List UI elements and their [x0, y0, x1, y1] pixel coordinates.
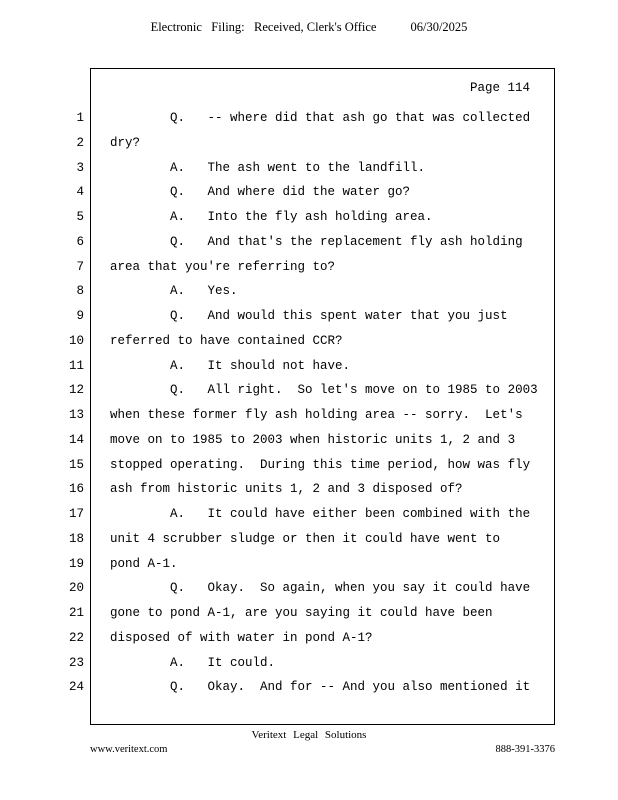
- transcript-line: 22 disposed of with water in pond A-1?: [60, 626, 560, 651]
- line-text: when these former fly ash holding area -…: [110, 408, 523, 422]
- transcript-line: 23 A. It could.: [60, 651, 560, 676]
- line-number: 11: [68, 358, 84, 373]
- line-text: pond A-1.: [110, 556, 178, 571]
- transcript-line: 14 move on to 1985 to 2003 when historic …: [60, 428, 560, 453]
- transcript-line: 16 ash from historic units 1, 2 and 3 dis…: [60, 477, 560, 502]
- transcript-line: 6 Q. And that's the replacement fly ash …: [60, 230, 560, 255]
- line-number: 13: [68, 408, 84, 422]
- line-number: 17: [68, 507, 84, 521]
- line-text: Q. And that's the replacement fly ash ho…: [110, 234, 523, 249]
- line-number: 18: [68, 531, 84, 546]
- line-text: Q. And where did the water go?: [110, 185, 411, 200]
- line-number: 10: [68, 333, 84, 348]
- line-text: stopped operating. During this time peri…: [110, 457, 531, 472]
- transcript-line: 5 A. Into the fly ash holding area.: [60, 205, 560, 230]
- line-number: 9: [76, 309, 84, 323]
- transcript-line: 12 Q. All right. So let's move on to 198…: [60, 378, 560, 403]
- line-text: area that you're referring to?: [110, 259, 336, 274]
- footer-phone: 888-391-3376: [495, 744, 556, 755]
- filing-stamp-text: Electronic Filing: Received, Clerk's Off…: [150, 20, 377, 34]
- transcript-lines: 1 Q. -- where did that ash go that was c…: [60, 106, 560, 700]
- line-number: 24: [68, 680, 84, 695]
- line-number: 1: [76, 111, 84, 125]
- transcript-line: 9 Q. And would this spent water that you…: [60, 304, 560, 329]
- line-text: Q. Okay. So again, when you say it could…: [110, 581, 531, 596]
- line-text: unit 4 scrubber sludge or then it could …: [110, 531, 501, 546]
- line-text: Q. -- where did that ash go that was col…: [110, 111, 531, 125]
- line-number: 2: [76, 135, 84, 150]
- line-text: gone to pond A-1, are you saying it coul…: [110, 606, 493, 620]
- line-number: 6: [76, 234, 84, 249]
- line-text: A. Yes.: [110, 284, 238, 299]
- transcript-line: 3 A. The ash went to the landfill.: [60, 156, 560, 181]
- transcript-line: 1 Q. -- where did that ash go that was c…: [60, 106, 560, 131]
- transcript-line: 21 gone to pond A-1, are you saying it co…: [60, 601, 560, 626]
- line-number: 3: [76, 160, 84, 175]
- line-text: referred to have contained CCR?: [110, 333, 343, 348]
- line-number: 15: [68, 457, 84, 472]
- transcript-line: 20 Q. Okay. So again, when you say it co…: [60, 576, 560, 601]
- transcript-line: 24 Q. Okay. And for -- And you also ment…: [60, 675, 560, 700]
- transcript-line: 8 A. Yes.: [60, 279, 560, 304]
- line-text: dry?: [110, 135, 141, 150]
- line-text: A. It could have either been combined wi…: [110, 507, 531, 521]
- line-text: Q. All right. So let's move on to 1985 t…: [110, 383, 538, 398]
- filing-header: Electronic Filing: Received, Clerk's Off…: [0, 20, 618, 35]
- line-number: 19: [68, 556, 84, 571]
- line-text: Q. And would this spent water that you j…: [110, 309, 508, 323]
- line-text: A. It should not have.: [110, 358, 351, 373]
- transcript-line: 18 unit 4 scrubber sludge or then it coul…: [60, 527, 560, 552]
- transcript-line: 15 stopped operating. During this time pe…: [60, 453, 560, 478]
- footer-contact-row: www.veritext.com 888-391-3376: [90, 744, 555, 755]
- transcript-line: 7 area that you're referring to?: [60, 255, 560, 280]
- line-text: Q. Okay. And for -- And you also mention…: [110, 680, 531, 695]
- transcript-line: 4 Q. And where did the water go?: [60, 180, 560, 205]
- transcript-line: 10 referred to have contained CCR?: [60, 329, 560, 354]
- line-number: 8: [76, 284, 84, 299]
- footer-website: www.veritext.com: [90, 744, 168, 755]
- line-text: A. The ash went to the landfill.: [110, 160, 426, 175]
- line-text: A. Into the fly ash holding area.: [110, 210, 433, 224]
- line-text: move on to 1985 to 2003 when historic un…: [110, 432, 516, 447]
- line-text: A. It could.: [110, 655, 276, 670]
- line-number: 21: [68, 606, 84, 620]
- transcript-line: 2 dry?: [60, 131, 560, 156]
- line-number: 14: [68, 432, 84, 447]
- line-number: 22: [68, 630, 84, 645]
- line-number: 20: [68, 581, 84, 596]
- line-number: 7: [76, 259, 84, 274]
- line-text: ash from historic units 1, 2 and 3 dispo…: [110, 482, 463, 497]
- transcript-line: 17 A. It could have either been combined…: [60, 502, 560, 527]
- page-number-label: Page 114: [469, 81, 530, 95]
- line-number: 4: [76, 185, 84, 200]
- line-number: 23: [68, 655, 84, 670]
- transcript-line: 19 pond A-1.: [60, 552, 560, 577]
- line-number: 16: [68, 482, 84, 497]
- line-text: disposed of with water in pond A-1?: [110, 630, 373, 645]
- transcript-line: 13 when these former fly ash holding area…: [60, 403, 560, 428]
- line-number: 12: [68, 383, 84, 398]
- filing-date: 06/30/2025: [410, 20, 468, 34]
- line-number: 5: [76, 210, 84, 224]
- footer-company: Veritext Legal Solutions: [251, 729, 367, 741]
- transcript-page-border: Page 114: [90, 68, 555, 725]
- transcript-line: 11 A. It should not have.: [60, 354, 560, 379]
